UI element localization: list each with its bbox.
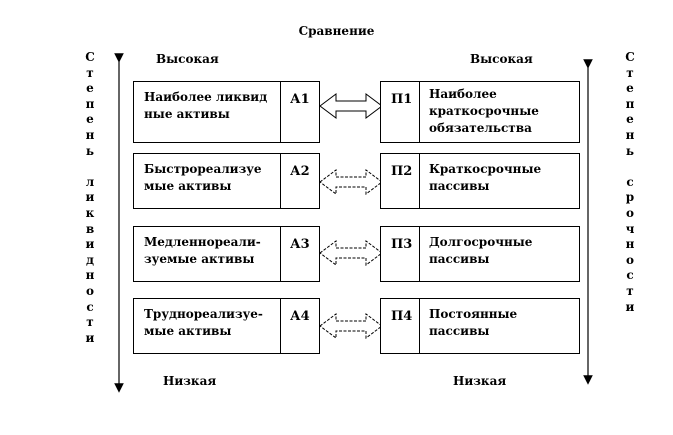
left-axis-label: С т е п е н ь л и к в и д н о с т и: [85, 50, 95, 345]
liability-code: П4: [391, 309, 413, 324]
liability-label: Краткосрочные пассивы: [429, 162, 542, 193]
left-bottom-level: Низкая: [163, 374, 217, 388]
liability-box-p2: П2 Краткосрочные пассивы: [380, 153, 580, 209]
right-bottom-level: Низкая: [453, 374, 507, 388]
liability-code: П3: [391, 237, 413, 252]
diagram-title: Сравнение: [298, 24, 375, 38]
asset-label: Медленнореали- зуемые активы: [144, 235, 261, 266]
liability-box-p1: П1 Наиболее краткосрочные обязательства: [380, 81, 580, 143]
liability-box-p3: П3 Долгосрочные пассивы: [380, 226, 580, 282]
asset-label: Быстрореализуе мые активы: [144, 162, 262, 193]
compare-arrow-4: [319, 313, 383, 339]
left-top-level: Высокая: [156, 52, 219, 66]
asset-code: А3: [290, 237, 310, 252]
liability-box-p4: П4 Постоянные пассивы: [380, 298, 580, 354]
asset-box-a4: Труднореализуе- мые активы А4: [133, 298, 320, 354]
asset-box-a1: Наиболее ликвид ные активы А1: [133, 81, 320, 143]
asset-code: А1: [290, 92, 310, 107]
compare-arrow-3: [319, 240, 383, 266]
compare-arrow-1: [319, 93, 383, 119]
liability-code: П2: [391, 164, 413, 179]
liability-code: П1: [391, 92, 413, 107]
right-top-level: Высокая: [470, 52, 533, 66]
asset-label: Наиболее ликвид ные активы: [144, 90, 268, 121]
liability-label: Наиболее краткосрочные обязательства: [429, 87, 539, 135]
compare-arrow-2: [319, 169, 383, 195]
asset-code: А2: [290, 164, 310, 179]
liability-label: Постоянные пассивы: [429, 307, 518, 338]
asset-box-a3: Медленнореали- зуемые активы А3: [133, 226, 320, 282]
asset-label: Труднореализуе- мые активы: [144, 307, 263, 338]
right-axis-label: С т е п е н ь с р о ч н о с т и: [625, 50, 635, 314]
liability-label: Долгосрочные пассивы: [429, 235, 533, 266]
asset-box-a2: Быстрореализуе мые активы А2: [133, 153, 320, 209]
asset-code: А4: [290, 309, 310, 324]
